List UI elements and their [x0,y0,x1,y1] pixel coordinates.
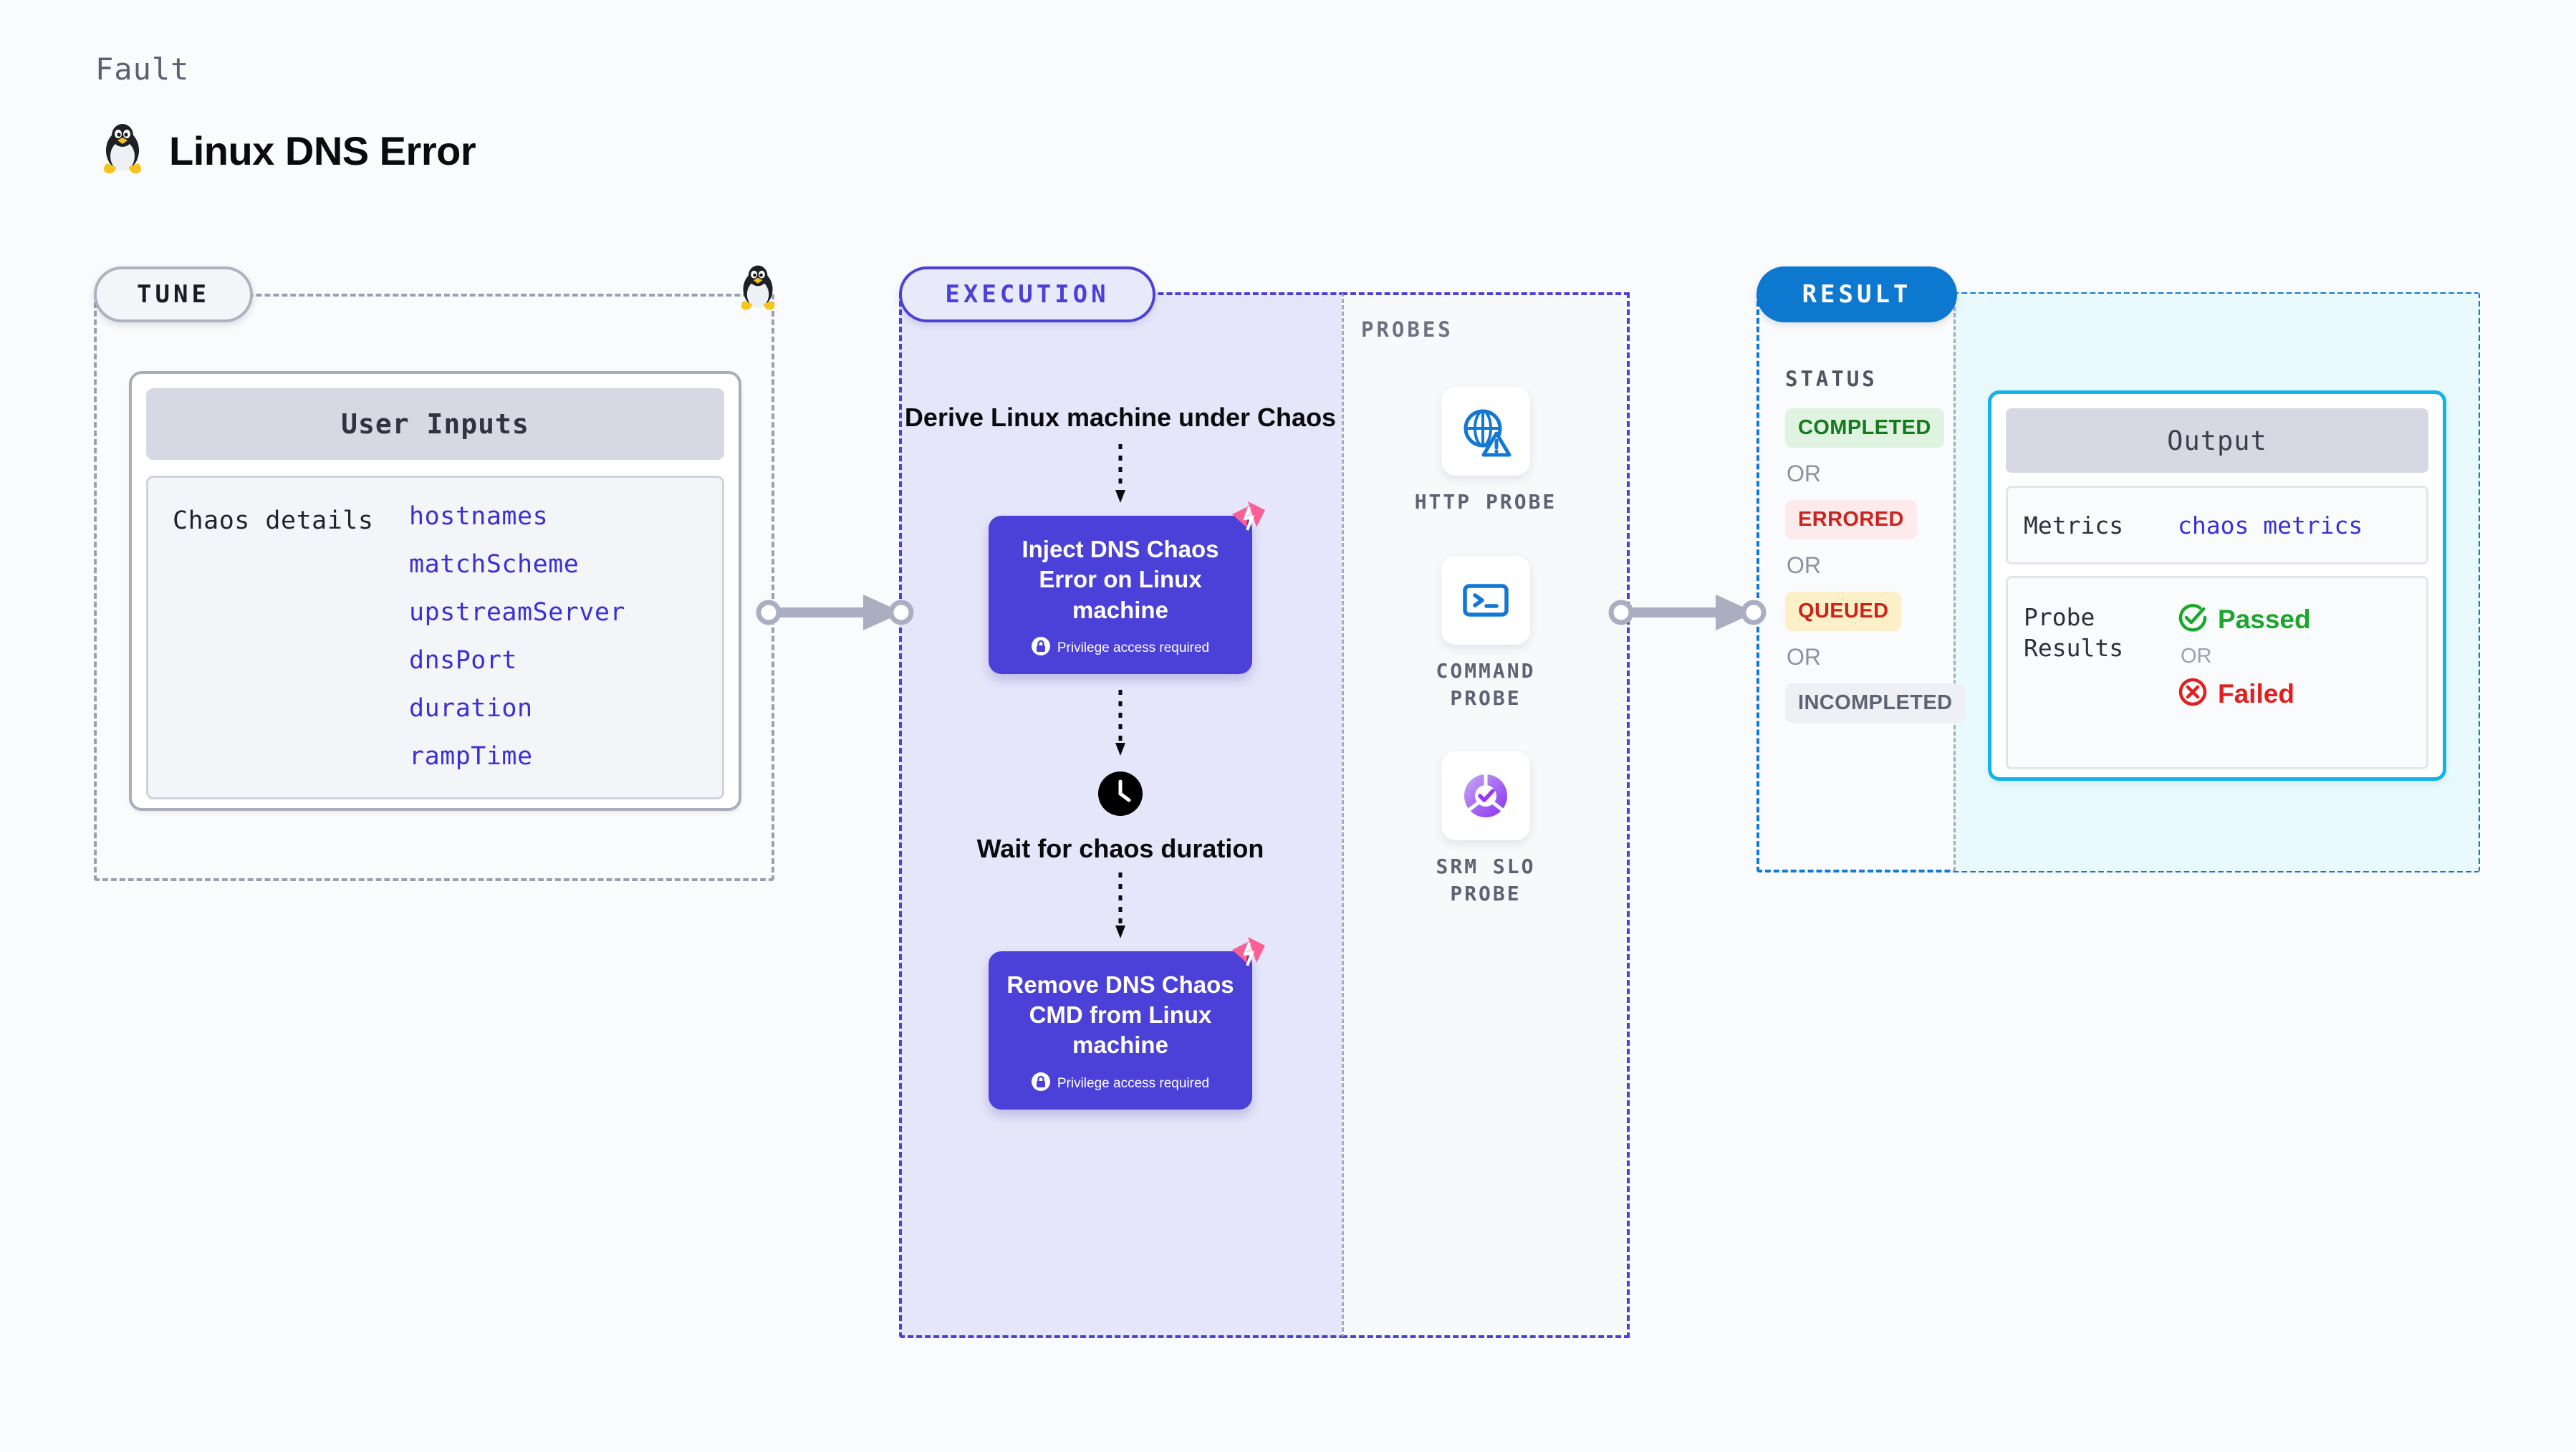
metrics-row: Metrics chaos metrics [2006,486,2428,564]
probe-srm-slo[interactable]: SRM SLO PROBE [1436,751,1535,908]
parameter-item[interactable]: rampTime [409,742,533,771]
fault-kicker: Fault [95,52,190,87]
failed-label: Failed [2218,678,2294,708]
flow-arrow-icon [1115,689,1125,756]
or-separator: OR [1787,644,1821,670]
probe-command[interactable]: COMMAND PROBE [1436,555,1536,712]
flow-arrow-icon [1115,444,1125,504]
parameter-item[interactable]: upstreamServer [409,598,626,627]
step-derive-label: Derive Linux machine under Chaos [904,403,1337,432]
or-separator: OR [1787,461,1821,486]
chaos-node-title: Remove DNS Chaos CMD from Linux machine [1006,971,1234,1059]
parameter-item[interactable]: matchScheme [409,550,580,579]
globe-warning-icon [1441,387,1530,476]
probe-result-failed: Failed [2178,677,2311,711]
chaos-node-remove[interactable]: Remove DNS Chaos CMD from Linux machine … [989,936,1265,1110]
probe-result-passed: Passed [2178,602,2311,636]
privilege-text: Privilege access required [1057,1075,1210,1091]
privilege-note: Privilege access required [1000,1072,1241,1095]
parameter-item[interactable]: hostnames [409,502,549,531]
chaos-flag-icon [1228,934,1268,978]
privilege-note: Privilege access required [1000,636,1241,660]
execution-pill[interactable]: EXECUTION [899,266,1155,322]
chaos-flag-icon [1228,499,1268,542]
chaos-details-label: Chaos details [173,506,374,535]
chaos-node-title: Inject DNS Chaos Error on Linux machine [1022,536,1219,623]
terminal-icon [1441,555,1530,645]
status-badge-queued: QUEUED [1785,592,1902,631]
probe-http[interactable]: HTTP PROBE [1415,387,1557,516]
user-inputs-body: Chaos details hostnames matchScheme upst… [146,476,724,799]
privilege-text: Privilege access required [1057,640,1210,655]
probes-section-label: PROBES [1361,317,1453,342]
user-inputs-title: User Inputs [146,388,724,460]
or-separator: OR [2181,645,2212,668]
flow-arrow-icon [1115,872,1125,938]
probe-label: COMMAND PROBE [1436,658,1536,710]
clock-icon [1098,771,1143,819]
page-title-text: Linux DNS Error [169,128,476,173]
output-title: Output [2006,408,2428,473]
probe-results-row: Probe Results Passed OR [2006,576,2428,769]
probes-list: HTTP PROBE COMMAND PROBE [1342,387,1630,908]
probe-label: SRM SLO PROBE [1436,855,1536,906]
status-badge-incompleted: INCOMPLETED [1785,683,1966,723]
page-title: Linux DNS Error [100,122,476,180]
linux-tux-icon [100,122,145,180]
execution-flow: Derive Linux machine under Chaos Inject … [899,358,1342,1110]
metrics-value[interactable]: chaos metrics [2178,511,2363,539]
chaos-parameter-list: hostnames matchScheme upstreamServer dns… [409,502,625,797]
probe-label: HTTP PROBE [1414,490,1557,514]
probe-results-label: Probe Results [2024,603,2124,662]
probe-results-values: Passed OR Failed [2178,602,2311,767]
slo-donut-check-icon [1441,751,1530,841]
output-card: Output Metrics chaos metrics Probe Resul… [1988,390,2446,781]
status-badge-completed: COMPLETED [1785,408,1944,448]
result-pill[interactable]: RESULT [1756,266,1957,322]
passed-label: Passed [2218,604,2311,634]
tune-region [94,294,774,881]
user-inputs-card: User Inputs Chaos details hostnames matc… [129,371,741,811]
tune-pill[interactable]: TUNE [94,266,253,322]
status-section-label: STATUS [1785,367,1878,391]
or-separator: OR [1787,552,1821,578]
parameter-item[interactable]: duration [409,694,533,723]
check-circle-icon [2178,602,2208,636]
linux-tux-boundary-icon [738,264,778,316]
lock-icon [1031,1072,1050,1095]
chaos-node-inject[interactable]: Inject DNS Chaos Error on Linux machine … [989,501,1265,674]
x-circle-icon [2178,677,2208,711]
step-wait-label: Wait for chaos duration [976,833,1264,863]
connector-execution-to-result [1608,595,1767,630]
status-list: COMPLETED OR ERRORED OR QUEUED OR INCOMP… [1785,408,1966,723]
metrics-label: Metrics [2024,511,2124,539]
parameter-item[interactable]: dnsPort [409,646,518,675]
status-badge-errored: ERRORED [1785,500,1917,539]
connector-tune-to-execution [756,595,914,630]
lock-icon [1031,636,1050,660]
